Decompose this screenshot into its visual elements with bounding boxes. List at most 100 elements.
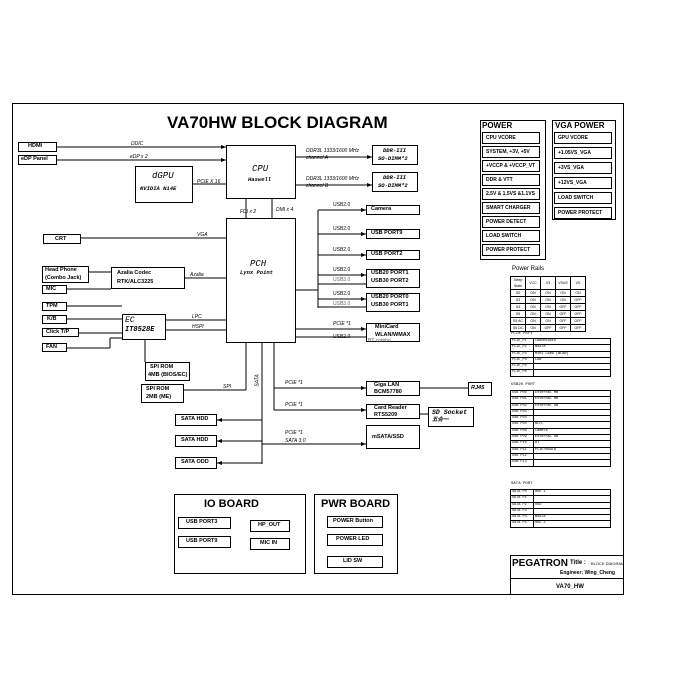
usb20-label-6: USB2.0 bbox=[333, 334, 351, 340]
click-tp-label: Click T/P bbox=[46, 329, 70, 335]
power-item: GPU VCORE bbox=[554, 132, 612, 144]
codec-line2: RTK/ALC3225 bbox=[117, 279, 154, 285]
usb-port0-box bbox=[366, 293, 420, 312]
sata-port-title: SATA PORT bbox=[511, 482, 533, 486]
table-cell: HDD 2 bbox=[533, 520, 611, 528]
pcie1-label-4: PCIE *1 bbox=[285, 430, 303, 436]
power-item: SYSTEM, +3V, +5V bbox=[482, 146, 540, 158]
pch-sub: Lynx Point bbox=[240, 269, 274, 276]
table-row: USB P12 bbox=[510, 452, 611, 461]
table-cell: HDD 1 bbox=[533, 488, 611, 497]
pwr-button-box bbox=[327, 516, 383, 528]
sata-odd-box bbox=[175, 457, 217, 469]
usb-port9-label: USB PORT9 bbox=[371, 230, 403, 236]
table-cell: ON bbox=[540, 303, 556, 311]
power-item: +1.05VS_VGA bbox=[554, 147, 612, 159]
io-board-box bbox=[174, 494, 306, 574]
title-block bbox=[510, 555, 624, 595]
title-block-divider bbox=[510, 578, 624, 579]
ec-box bbox=[122, 314, 166, 340]
table-cell: VS bbox=[570, 276, 586, 290]
sd-socket-chinese: 五合一 bbox=[432, 417, 449, 423]
fdi-bus-label: FDI x 2 bbox=[240, 209, 257, 215]
fan-label: FAN bbox=[46, 344, 57, 350]
sata30-label: SATA 3.0 bbox=[285, 438, 306, 444]
table-cell: ON bbox=[540, 310, 556, 318]
usb20-label-1: USB2.0 bbox=[333, 202, 351, 208]
usb-port2-box bbox=[366, 250, 420, 260]
dgpu-box bbox=[135, 166, 193, 203]
io-board-title: IO BOARD bbox=[204, 498, 259, 510]
card-reader-box bbox=[366, 404, 420, 419]
dmi-bus-label: DMI x 4 bbox=[276, 207, 294, 213]
sata-hdd2-label: SATA HDD bbox=[181, 437, 209, 443]
table-cell: ON bbox=[525, 289, 541, 297]
table-cell: OFF bbox=[570, 303, 586, 311]
power-item: DDR & VTT bbox=[482, 174, 540, 186]
combo-jack-label: (Combo Jack) bbox=[45, 275, 82, 281]
usb20-port1-label: USB20 PORT1 bbox=[371, 270, 409, 276]
table-row: USB P03 bbox=[510, 408, 611, 417]
crt-box bbox=[43, 234, 81, 244]
sata-bus-label: SATA bbox=[254, 374, 261, 387]
table-cell: ON bbox=[525, 303, 541, 311]
table-cell: ON bbox=[555, 289, 571, 297]
azalia-bus-label: Azalia bbox=[190, 272, 204, 278]
kb-box bbox=[42, 315, 67, 324]
minicard-box bbox=[366, 323, 420, 342]
table-cell bbox=[533, 408, 611, 417]
table-cell: LAN bbox=[533, 356, 611, 365]
table-row: SATA P1 bbox=[510, 495, 611, 503]
ddr-a-channel: channel A bbox=[306, 155, 329, 161]
pwr-button-label: POWER Button bbox=[333, 518, 374, 524]
power-item: SMART CHARGER bbox=[482, 202, 540, 214]
table-cell: OFF bbox=[570, 296, 586, 304]
msata-box bbox=[366, 425, 420, 449]
table-cell: S3 bbox=[510, 296, 526, 304]
io-micin-box bbox=[250, 538, 290, 550]
click-tp-box bbox=[42, 328, 79, 337]
spi-rom-bios-box bbox=[145, 362, 190, 381]
project-name: VA70_HW bbox=[556, 584, 584, 590]
mic-label: MIC bbox=[46, 286, 57, 292]
headphone-box bbox=[42, 266, 89, 283]
hdmi-label: HDMI bbox=[28, 143, 43, 149]
usb20-port0-label: USB20 PORT0 bbox=[371, 294, 409, 300]
table-cell: VSUS bbox=[555, 276, 571, 290]
headphone-label: Head Phone bbox=[45, 267, 77, 273]
title-value: BLOCK DIAGRAM bbox=[591, 561, 625, 566]
usb30-port2-label: USB30 PORT2 bbox=[371, 278, 409, 284]
power-rails-title: Power Rails bbox=[512, 266, 545, 272]
usb20-label-5: USB2.0 bbox=[333, 291, 351, 297]
ddic-bus-label: DDIC bbox=[131, 141, 144, 147]
pwr-led-box bbox=[327, 534, 383, 546]
codec-line1: Azalia Codec bbox=[117, 270, 152, 276]
table-cell: ON bbox=[525, 296, 541, 304]
ec-name: EC bbox=[125, 316, 135, 325]
vga-bus-label: VGA bbox=[197, 232, 208, 238]
usb30-label-1: USB3.0 bbox=[333, 277, 351, 283]
msata-label: mSATA/SSD bbox=[372, 434, 404, 440]
table-cell: OFF bbox=[555, 317, 571, 325]
title-label: Title : bbox=[570, 560, 586, 566]
pcie1-label-2: PCIE *1 bbox=[285, 380, 303, 386]
power-title: POWER bbox=[482, 121, 513, 130]
cpu-sub: Haswell bbox=[248, 176, 272, 183]
bt-combo-label: BT combo bbox=[368, 338, 391, 344]
table-cell: ON bbox=[540, 296, 556, 304]
table-cell: External MB bbox=[533, 389, 611, 398]
cpu-name: CPU bbox=[252, 164, 269, 174]
table-cell: ON bbox=[525, 324, 541, 332]
table-cell: S5 DC bbox=[510, 324, 526, 332]
minicard-label: MiniCard bbox=[375, 324, 399, 330]
spi-me-line2: 2MB (ME) bbox=[146, 394, 172, 400]
